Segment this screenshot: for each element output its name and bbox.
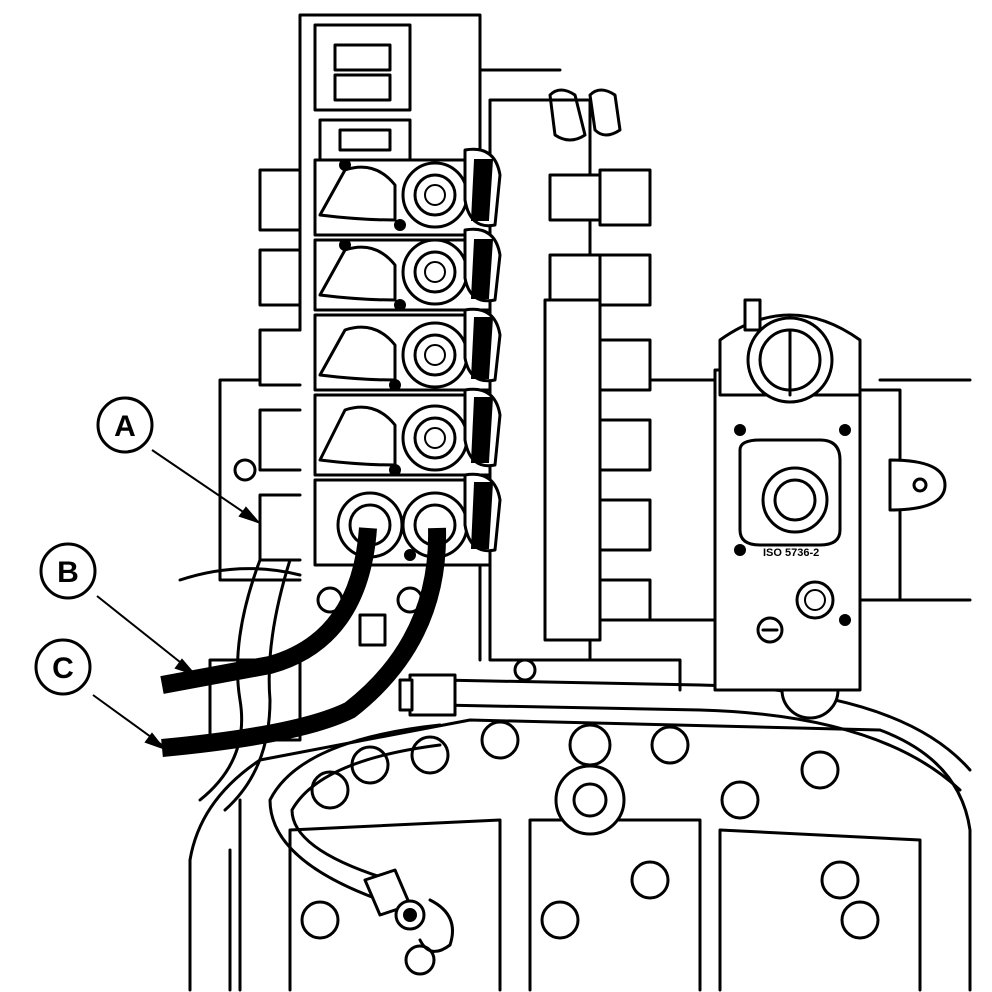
callout-C-label: C (52, 652, 74, 685)
leader-lines (92, 449, 262, 751)
coupler-plate (713, 298, 972, 692)
valve-section-1 (258, 147, 652, 237)
callout-A-label: A (114, 410, 136, 443)
valve-section-2 (258, 227, 652, 312)
lower-housing (188, 718, 972, 992)
callout-B-label: B (57, 556, 79, 589)
plate-marking: ISO 5736-2 (763, 547, 819, 559)
callout-C: C (34, 638, 92, 696)
valve-section-4 (258, 387, 652, 477)
callout-B: B (39, 542, 97, 600)
hose-B (160, 527, 377, 694)
valve-fasteners (233, 159, 537, 682)
valve-section-3 (258, 307, 652, 392)
top-connectors (313, 23, 622, 162)
hose-C (161, 527, 447, 757)
return-tube (268, 723, 454, 953)
callout-A: A (96, 396, 154, 454)
